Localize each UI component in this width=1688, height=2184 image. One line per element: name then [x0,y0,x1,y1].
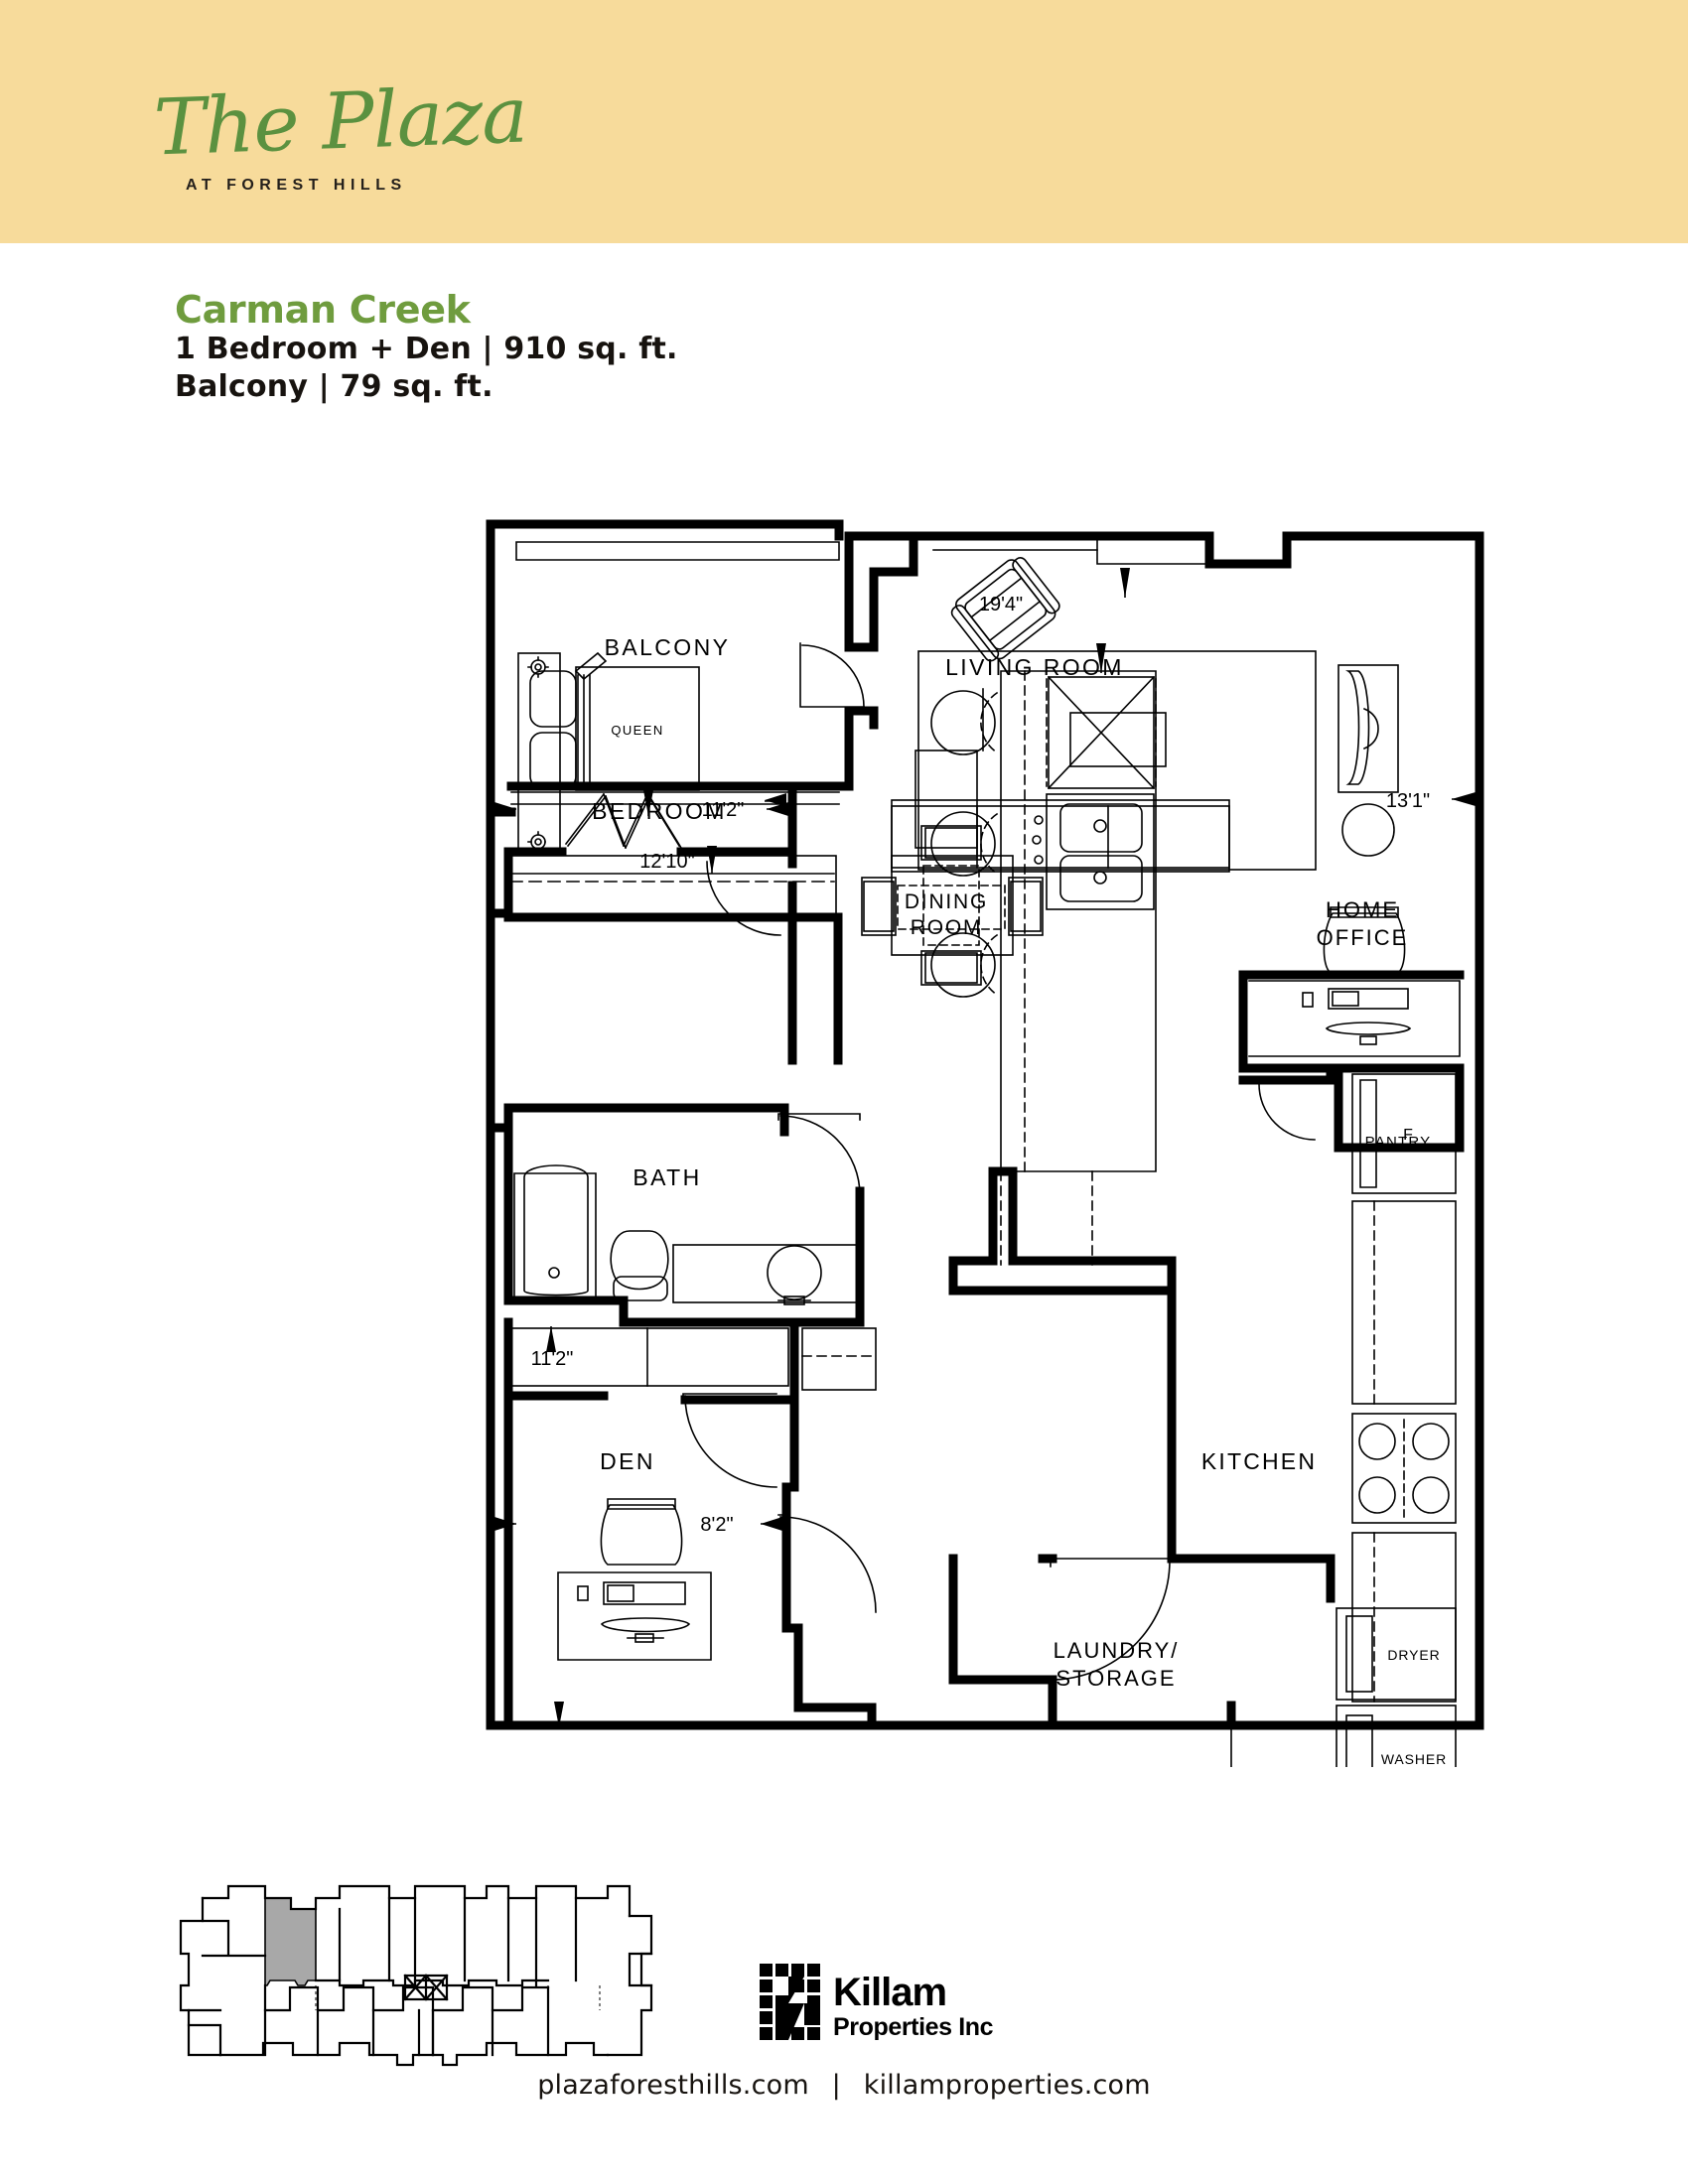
room-label-laundry-storage-line2: STORAGE [1055,1666,1176,1691]
unit-title-block: Carman Creek 1 Bedroom + Den | 910 sq. f… [175,288,678,407]
plaza-logo-script: The Plaza [152,70,529,174]
url-separator: | [831,2070,841,2101]
unit-spec-line-2: Balcony | 79 sq. ft. [175,369,493,405]
room-label-pantry: PANTRY [1365,1134,1432,1151]
room-label-bedroom: BEDROOM [592,798,727,824]
room-label-den: DEN [600,1448,655,1474]
killam-k-mark [760,1964,820,2040]
room-label-living-room: LIVING ROOM [945,654,1124,680]
header-band: The Plaza AT FOREST HILLS [0,0,1688,243]
dimension-den-depth: 8'2" [700,1514,733,1536]
killam-logo: Killam Properties Inc [760,1964,1008,2051]
url-plazaforesthills[interactable]: plazaforesthills.com [537,2070,809,2101]
dimension-den-width: 11'2" [531,1348,574,1370]
key-plan-highlighted-unit [264,1897,317,1986]
room-label-home-office-line2: OFFICE [1317,925,1409,950]
room-label-home-office-line1: HOME [1326,897,1399,922]
fixture-label-dryer: DRYER [1387,1647,1440,1663]
page-title: Carman Creek [175,288,471,332]
room-label-bath: BATH [633,1164,701,1190]
fixture-label-washer: WASHER [1381,1751,1447,1767]
dimension-bedroom-depth: 12'10" [639,851,694,873]
dimension-living-room-depth: 19'4" [979,594,1023,615]
room-label-laundry-storage-line1: LAUNDRY/ [1054,1638,1180,1663]
plaza-logo-subtitle: AT FOREST HILLS [186,177,407,194]
floor-plan-drawing: BALCONY LIVING ROOM BEDROOM DINING ROOM … [0,477,1688,1767]
footer-urls: plazaforesthills.com | killamproperties.… [0,2070,1688,2101]
fixture-label-bed-size: QUEEN [611,723,663,738]
fixture-label-fridge: F [1403,1127,1413,1144]
dimension-bedroom-width: 11'2" [702,799,745,821]
plaza-logo: The Plaza AT FOREST HILLS [153,70,529,216]
url-killamproperties[interactable]: killamproperties.com [863,2070,1151,2101]
room-label-kitchen: KITCHEN [1201,1448,1317,1474]
killam-wordmark: Killam [833,1971,946,2014]
room-label-dining-room-line2: ROOM [911,916,983,939]
dimension-living-room-width: 13'1" [1386,790,1430,812]
room-label-dining-room-line1: DINING [905,890,988,913]
unit-spec-line-1: 1 Bedroom + Den | 910 sq. ft. [175,331,678,366]
room-label-balcony: BALCONY [605,634,731,660]
key-plan [159,1827,655,2075]
killam-tagline: Properties Inc [833,2013,994,2041]
